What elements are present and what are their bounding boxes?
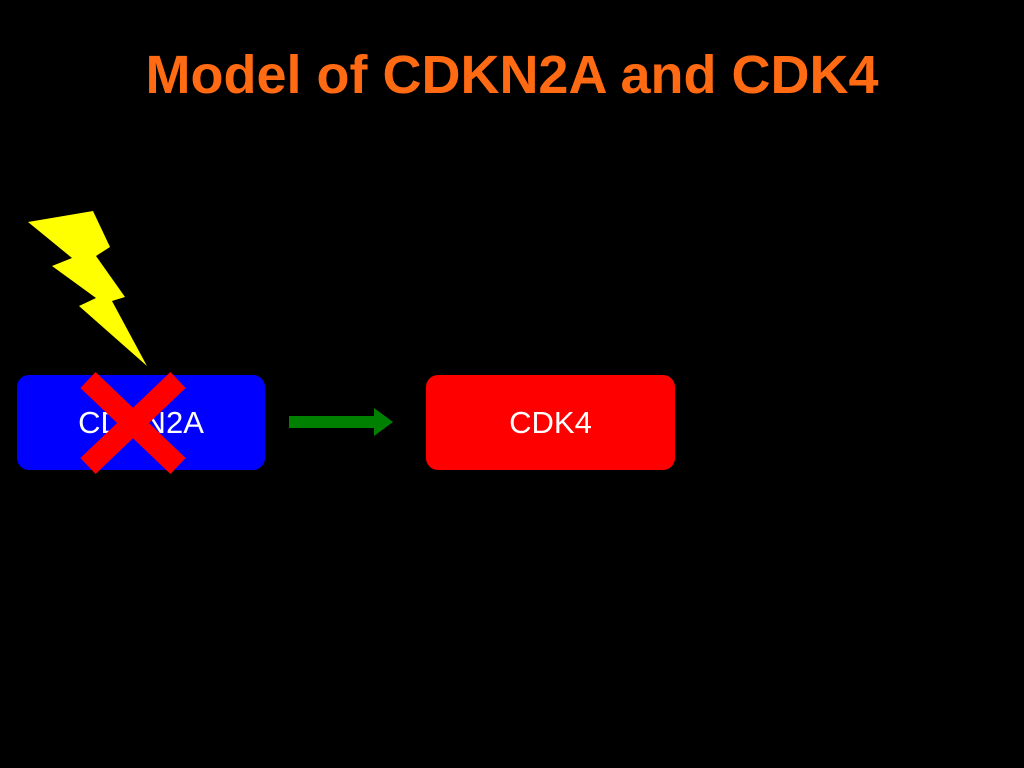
slide-title: Model of CDKN2A and CDK4: [145, 45, 879, 105]
red-x-icon: [80, 372, 186, 474]
lightning-bolt-icon: [28, 211, 147, 366]
activation-arrow: [289, 408, 393, 436]
cdk4-node: CDK4: [426, 375, 675, 470]
cdk4-label: CDK4: [509, 404, 592, 440]
